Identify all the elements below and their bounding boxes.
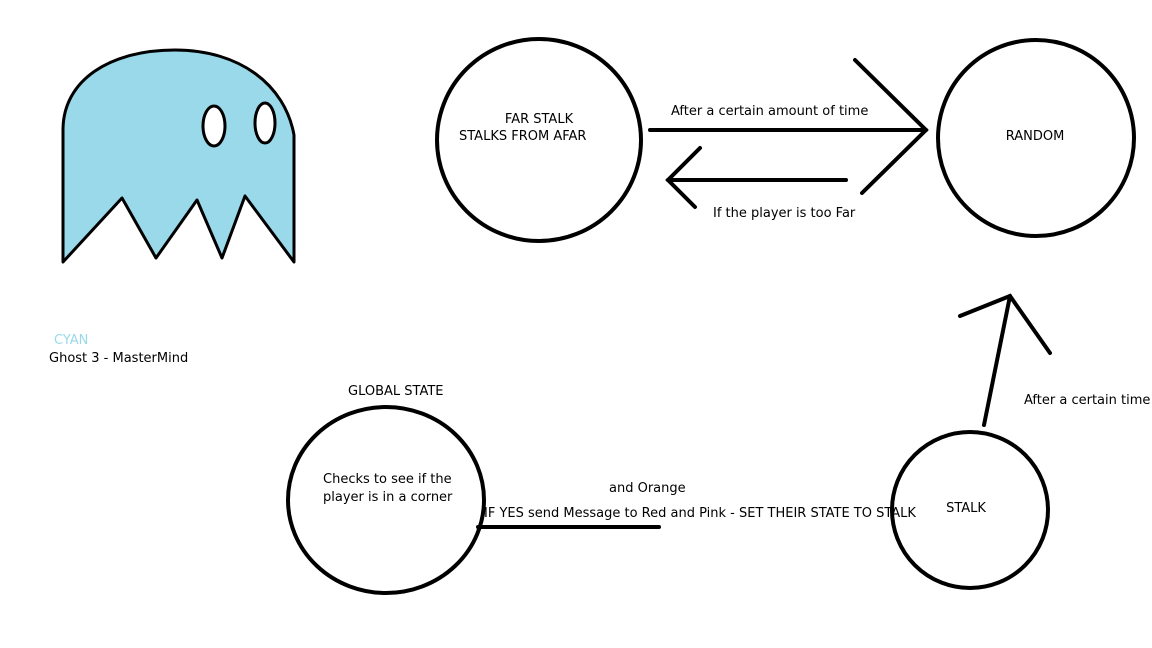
far-stalk-state-name: FAR STALK [504, 112, 574, 127]
random-state-node [936, 38, 1136, 238]
global-message-line2: IF YES send Message to Red and Pink - SE… [484, 506, 916, 521]
global-state-line1: Checks to see if the [323, 472, 452, 487]
global-state-line2: player is in a corner [323, 490, 453, 505]
stalk-state-node [890, 430, 1050, 590]
ghost-title: Ghost 3 - MasterMind [49, 351, 189, 366]
far-to-random-label: After a certain amount of time [671, 104, 869, 119]
stalk-state-name: STALK [946, 501, 986, 516]
global-state-title: GLOBAL STATE [348, 384, 444, 399]
ghost-left-eye [201, 104, 227, 148]
arrow-random-to-far [665, 146, 848, 209]
stalk-to-random-label: After a certain time [1024, 393, 1151, 408]
random-state-name: RANDOM [1005, 129, 1065, 144]
ghost-right-eye [253, 101, 277, 145]
far-stalk-state-desc: STALKS FROM AFAR [459, 129, 587, 144]
arrow-far-to-random [648, 58, 929, 195]
ghost-color-label: CYAN [54, 333, 89, 348]
random-to-far-label: If the player is too Far [713, 206, 856, 221]
arrow-stalk-to-random [958, 293, 1052, 427]
ghost-icon [61, 48, 296, 264]
global-message-line1: and Orange [609, 481, 686, 496]
far-stalk-state-node [435, 37, 643, 243]
global-state-node [286, 405, 486, 595]
